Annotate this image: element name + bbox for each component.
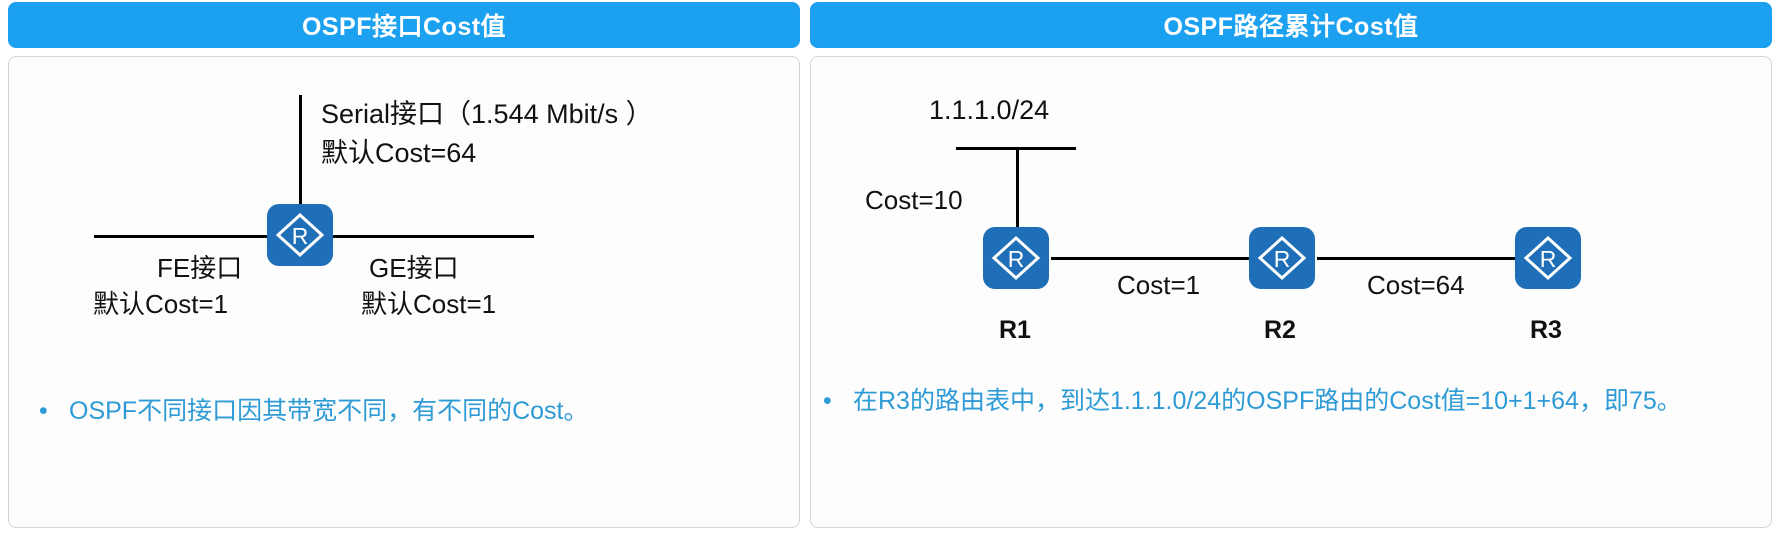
panel-ospf-interface-cost: OSPF接口Cost值 R Serial接口（1.544 Mbit/s ） 默认… (8, 0, 800, 540)
stub-network-link (1016, 147, 1019, 239)
router-name-r2: R2 (1264, 316, 1296, 344)
bullet-marker: • (39, 397, 48, 425)
panel-right-title: OSPF路径累计Cost值 (1163, 13, 1419, 41)
svg-text:R: R (292, 223, 309, 249)
svg-text:R: R (1008, 246, 1025, 272)
bullet-text: OSPF不同接口因其带宽不同，有不同的Cost。 (69, 397, 589, 425)
path-cost-diagram: R R R 1.1.1.0/24 (811, 57, 1771, 527)
bullet-item: • 在R3的路由表中，到达1.1.1.0/24的OSPF路由的Cost值=10+… (823, 383, 1723, 419)
router-icon-r2: R (1249, 227, 1315, 289)
svg-text:R: R (1540, 246, 1557, 272)
interface-cost-diagram: R Serial接口（1.544 Mbit/s ） 默认Cost=64 FE接口… (9, 57, 799, 527)
serial-interface-label-line2: 默认Cost=64 (321, 138, 477, 168)
svg-text:R: R (1274, 246, 1291, 272)
bullet-item: • OSPF不同接口因其带宽不同，有不同的Cost。 (39, 393, 739, 429)
serial-link-line (299, 95, 302, 217)
r2-r3-link (1317, 257, 1543, 260)
ge-interface-label-line2: 默认Cost=1 (361, 289, 497, 319)
cost-label-stub-to-r1: Cost=10 (865, 185, 963, 215)
bullet-marker: • (823, 387, 832, 415)
panel-left-header: OSPF接口Cost值 (8, 2, 800, 48)
serial-interface-label-line1: Serial接口（1.544 Mbit/s ） (321, 99, 653, 129)
router-icon: R (267, 204, 333, 266)
panel-left-title: OSPF接口Cost值 (301, 13, 507, 41)
router-icon-r3: R (1515, 227, 1581, 289)
ge-interface-label-line1: GE接口 (369, 253, 459, 283)
router-name-r1: R1 (999, 316, 1031, 344)
cost-label-r2-r3: Cost=64 (1367, 270, 1465, 300)
router-name-r3: R3 (1530, 316, 1562, 344)
panel-left-body: R Serial接口（1.544 Mbit/s ） 默认Cost=64 FE接口… (8, 56, 800, 528)
panel-right-header: OSPF路径累计Cost值 (810, 2, 1772, 48)
r1-r2-link (1051, 257, 1277, 260)
fe-interface-label-line2: 默认Cost=1 (93, 289, 229, 319)
router-icon-r1: R (983, 227, 1049, 289)
fe-interface-label-line1: FE接口 (157, 253, 243, 283)
cost-label-r1-r2: Cost=1 (1117, 270, 1201, 300)
bullet-text: 在R3的路由表中，到达1.1.1.0/24的OSPF路由的Cost值=10+1+… (853, 387, 1682, 415)
network-prefix-label: 1.1.1.0/24 (929, 95, 1050, 125)
panel-right-body: R R R 1.1.1.0/24 (810, 56, 1772, 528)
panel-ospf-path-cumulative-cost: OSPF路径累计Cost值 R (810, 0, 1772, 540)
